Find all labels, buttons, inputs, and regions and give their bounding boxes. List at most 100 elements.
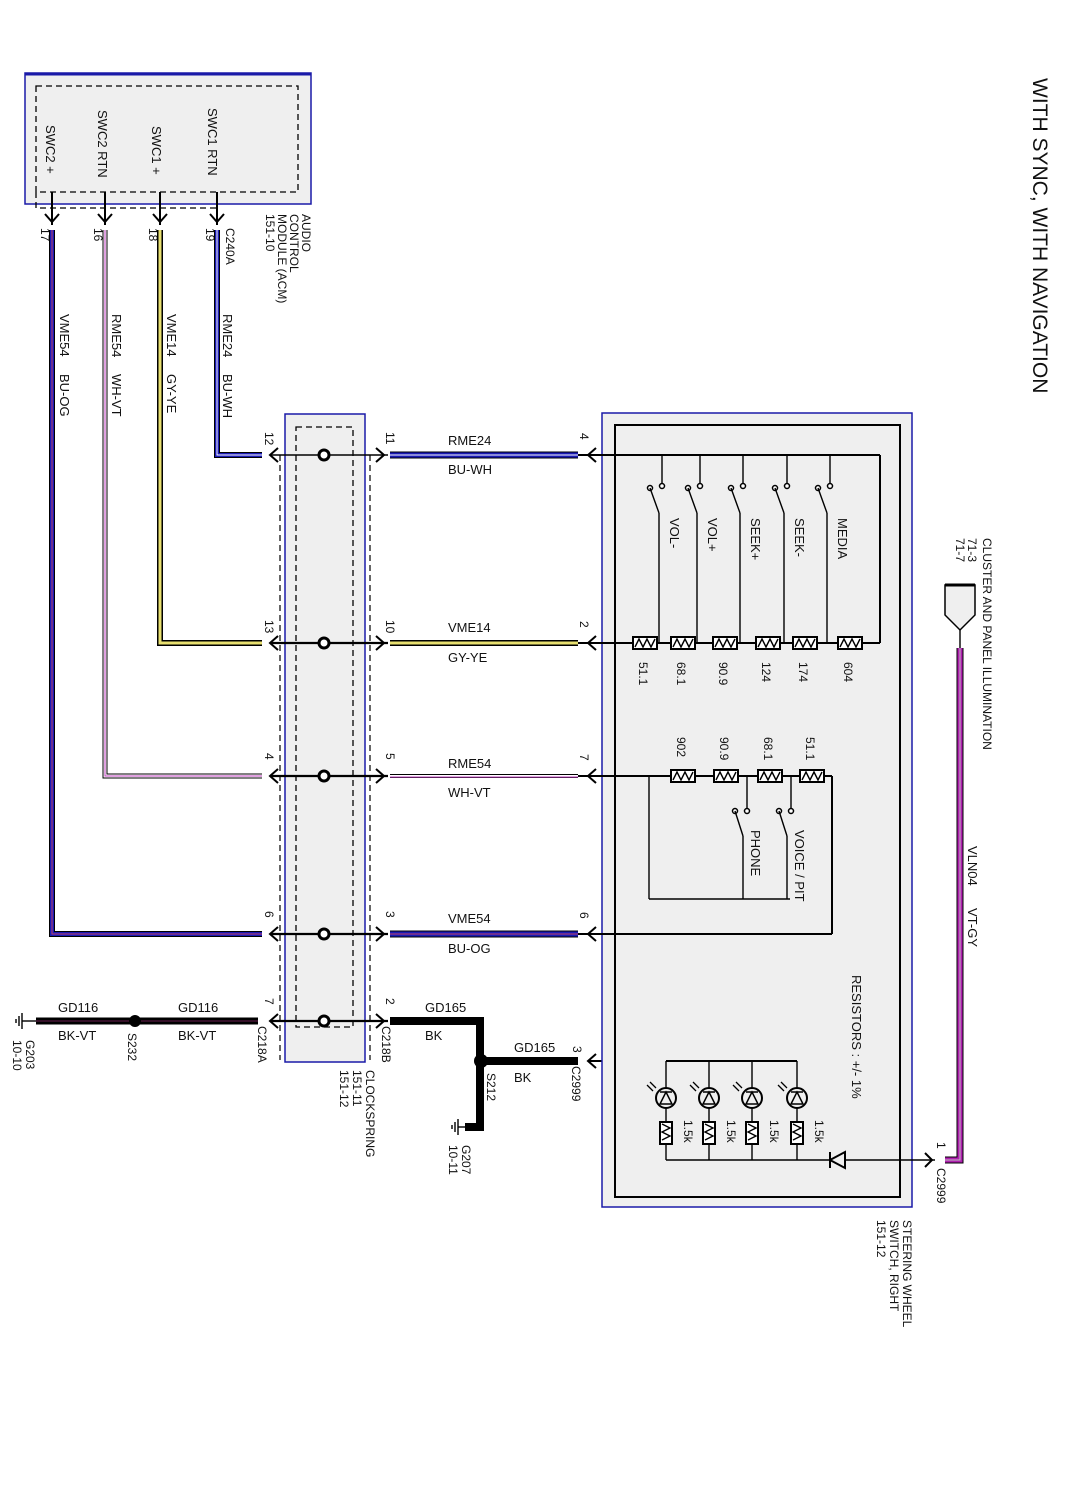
illumination-feed: CLUSTER AND PANEL ILLUMINATION 71-3 71-7…	[944, 538, 994, 1164]
connector-arrow-icon	[268, 1013, 279, 1029]
clockspring-circuit: 13 10	[262, 620, 397, 651]
connector-arrow-icon	[375, 447, 386, 463]
wire-rme54-wh-vt	[103, 230, 262, 778]
acm-dashed-outline	[35, 85, 299, 193]
pin-number: 7	[262, 998, 276, 1005]
splice-s232	[129, 1015, 141, 1027]
resistor-value: 1.5k	[681, 1120, 695, 1144]
ground-icon	[451, 1119, 465, 1135]
resistor-value: 1.5k	[812, 1120, 826, 1144]
pin-number: 2	[383, 998, 397, 1005]
resistor-icon	[659, 1121, 673, 1145]
wire-color-label: BK	[514, 1070, 532, 1085]
acm-pin-number: 17	[38, 228, 52, 242]
switch-contact: MEDIA	[814, 455, 850, 643]
wire-vme14-gy-ye	[158, 230, 262, 645]
pin-number: 4	[262, 753, 276, 760]
acm-pin-label: SWC2 +	[43, 125, 58, 174]
pin-number: 6	[577, 912, 591, 919]
resistor-icon	[702, 1121, 716, 1145]
wire-vln04-vt-gy	[945, 648, 963, 1163]
resistor-icon	[799, 769, 825, 783]
resistor-tolerance-note: RESISTORS : +/- 1%	[849, 975, 864, 1099]
switch-label: VOICE / PIT	[792, 830, 807, 902]
wire-color-label: WH-VT	[109, 374, 124, 417]
resistor-icon	[670, 636, 696, 650]
pin-number: 7	[577, 754, 591, 761]
resistor-icon	[713, 769, 739, 783]
pin-number: 5	[383, 753, 397, 760]
connector-arrow-icon	[375, 1013, 386, 1029]
connector-arrow-icon	[268, 635, 279, 651]
resistor-icon	[670, 769, 696, 783]
pin-number: 10	[383, 620, 397, 634]
ground-label: G207	[459, 1145, 473, 1175]
acm-name-line: MODULE (ACM)	[275, 214, 289, 303]
led-branch: 1.5k	[732, 1061, 781, 1160]
wire-circuit-label: VME54	[448, 911, 491, 926]
clockspring-contact-icon	[317, 448, 331, 462]
splice-label: S232	[125, 1033, 139, 1061]
ground-label: 10-10	[10, 1040, 24, 1071]
switch-label: SEEK+	[748, 518, 763, 560]
switch-name-line: 151-12	[874, 1220, 888, 1258]
wire-color-label: BK-VT	[58, 1028, 96, 1043]
ground-circuits: GD116 BK-VT GD116 BK-VT S232 G203 10-10 …	[10, 1000, 666, 1175]
illumination-label: CLUSTER AND PANEL ILLUMINATION	[980, 538, 994, 750]
connector-arrow-icon	[375, 768, 386, 784]
resistor-value: 90.9	[716, 662, 730, 686]
resistor-value: 124	[759, 662, 773, 682]
clockspring-connector-b: C218B	[379, 1026, 393, 1063]
clockspring-box	[284, 413, 366, 1063]
pin-number: 13	[262, 620, 276, 634]
resistor-value: 51.1	[636, 662, 650, 686]
wire-color-label: BU-OG	[448, 941, 491, 956]
pin-number: 3	[383, 911, 397, 918]
switch-contact: SEEK-	[771, 455, 807, 643]
wire-circuit-label: RME54	[448, 756, 491, 771]
splice-s212	[474, 1054, 488, 1068]
wire-circuit-label: GD116	[58, 1000, 98, 1015]
wire-circuit-label: RME24	[220, 314, 235, 357]
wire-circuit-label: VME14	[448, 620, 491, 635]
resistor-icon	[792, 636, 818, 650]
resistor-icon	[757, 769, 783, 783]
wire-color-label: BU-WH	[448, 462, 492, 477]
connector-shape	[944, 584, 976, 632]
switch-contact: PHONE	[731, 776, 763, 899]
connector-arrow-icon	[375, 635, 386, 651]
pin-number: 6	[262, 911, 276, 918]
wire-gd165-bk	[390, 1017, 484, 1131]
switch-name-line: SWITCH, RIGHT	[887, 1220, 901, 1312]
pin-number: 2	[577, 621, 591, 628]
switch-contact: VOICE / PIT	[775, 776, 807, 902]
acm-connector-id: C240A	[223, 228, 237, 265]
resistor-icon	[837, 636, 863, 650]
resistor-value: 68.1	[674, 662, 688, 686]
wire-color-label: BK	[425, 1028, 443, 1043]
acm-pin-label: SWC1 RTN	[205, 108, 220, 176]
wire-circuit-label: GD165	[425, 1000, 466, 1015]
wire-color-label: BU-WH	[220, 374, 235, 418]
switch-label: VOL+	[705, 518, 720, 552]
ground-icon	[15, 1013, 23, 1029]
switch-name-line: STEERING WHEEL	[900, 1220, 914, 1328]
wire-color-label: VT-GY	[965, 908, 980, 947]
wire-circuit-label: GD165	[514, 1040, 555, 1055]
connector-arrow-icon	[375, 926, 386, 942]
switch-label: VOL-	[667, 518, 682, 548]
splice-label: S212	[484, 1073, 498, 1101]
switch-contact: SEEK+	[727, 455, 763, 643]
acm-wires: VME54 BU-OG RME54 WH-VT VME14 GY-YE RME2…	[49, 230, 262, 937]
wire-circuit-label: RME24	[448, 433, 491, 448]
clockspring-contact-icon	[317, 636, 331, 650]
switch-wires: RME24 BU-WH VME14 GY-YE RME54 WH-VT VME5…	[390, 433, 578, 956]
acm-name-line: CONTROL	[287, 214, 301, 273]
switch-contact: VOL+	[684, 455, 720, 643]
clockspring-name-line: 151-11	[350, 1070, 364, 1107]
resistor-value: 68.1	[761, 737, 775, 761]
resistor-icon	[755, 636, 781, 650]
